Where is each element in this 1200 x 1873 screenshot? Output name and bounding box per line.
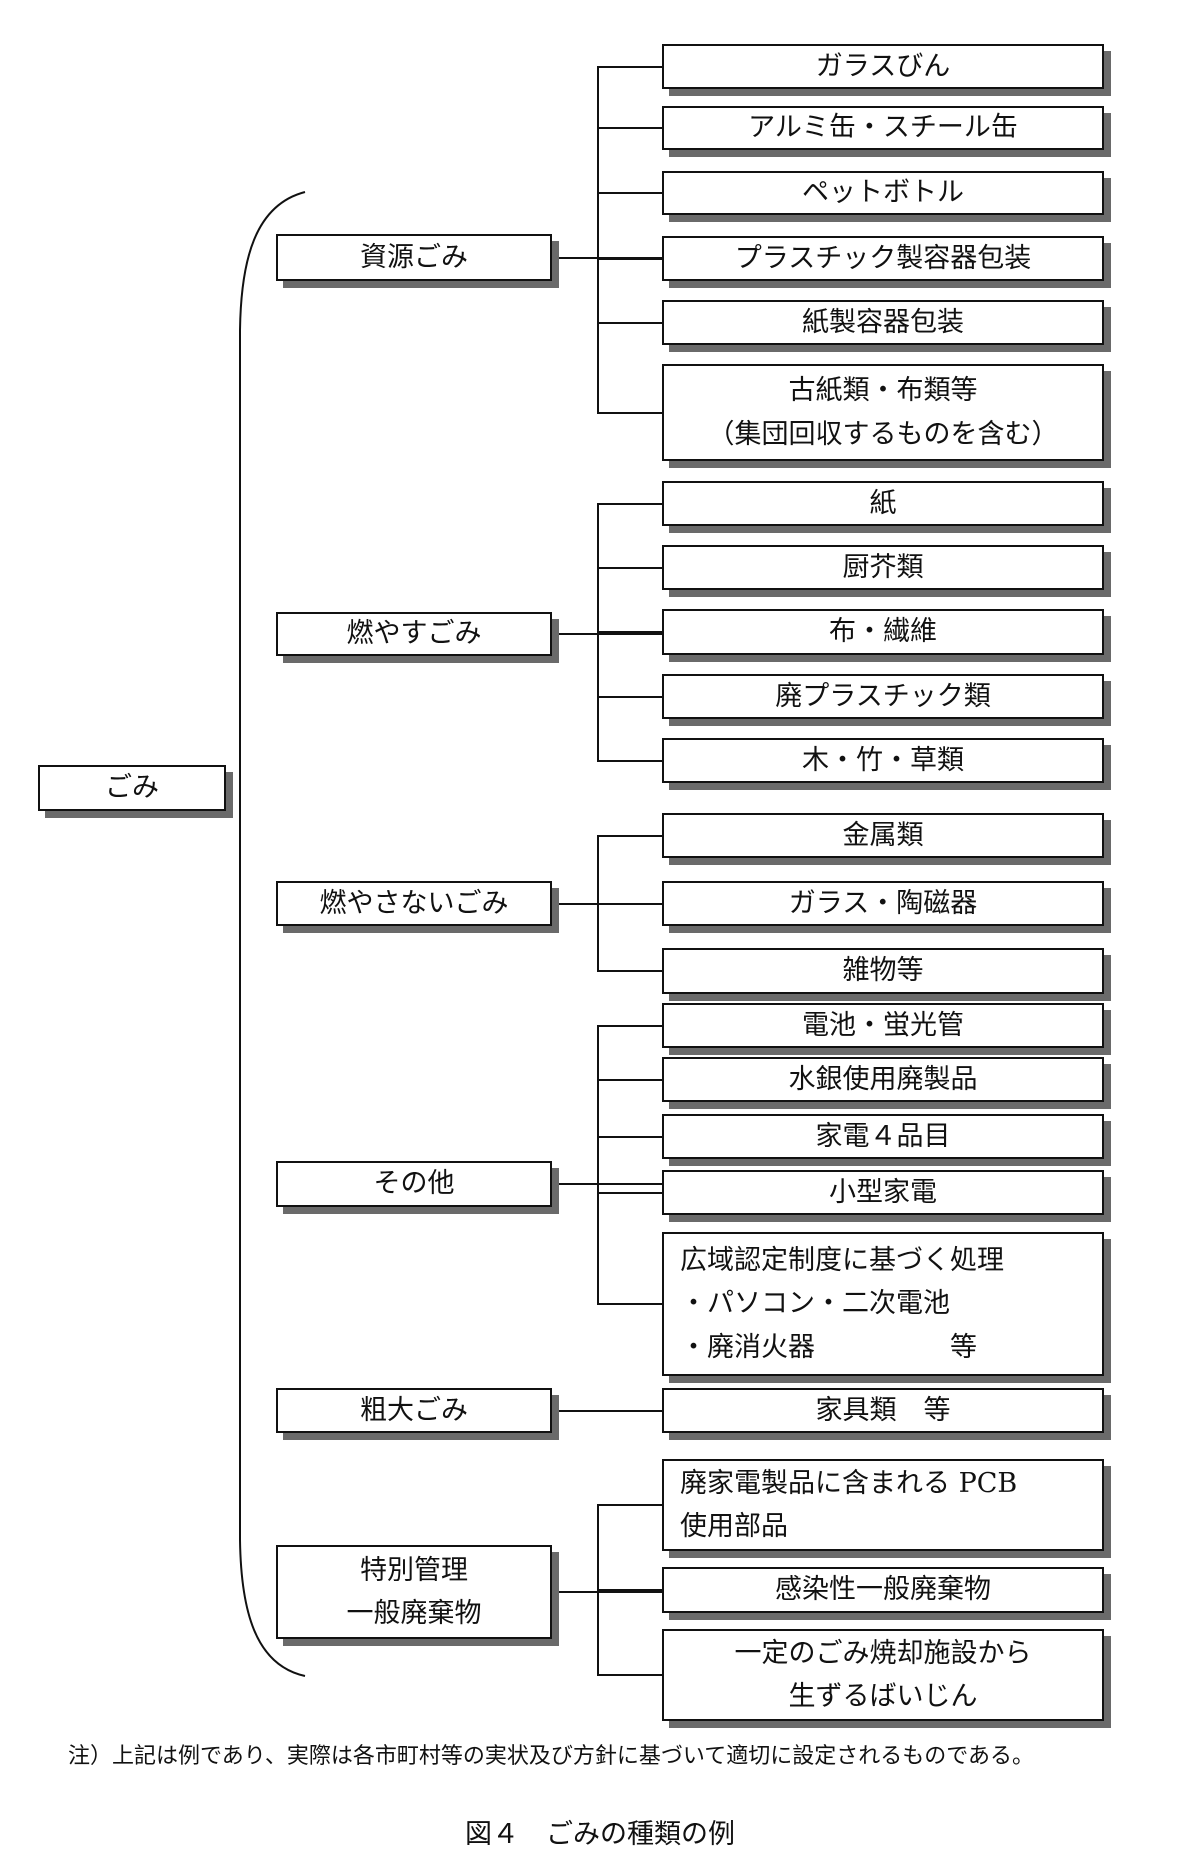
box-text-line: 一般廃棄物 <box>346 1598 482 1629</box>
box-text-line: 紙製容器包装 <box>802 306 964 338</box>
box-text-line: 雑物等 <box>842 955 924 987</box>
connector-branch <box>598 502 662 505</box>
item-box: 古紙類・布類等 （集団回収するものを含む） <box>662 364 1104 461</box>
box-text-line: 特別管理 <box>360 1554 468 1586</box>
connector-branch <box>598 1409 662 1412</box>
connector-branch <box>598 834 662 837</box>
box-text-line: （集団回収するものを含む） <box>707 418 1059 450</box>
box-text-line: 金属類 <box>842 819 924 851</box>
figure-caption: 図４ ごみの種類の例 <box>465 1819 735 1850</box>
item-box: 金属類 <box>662 813 1104 858</box>
connector-branch <box>598 902 662 905</box>
item-box: 感染性一般廃棄物 <box>662 1567 1104 1613</box>
connector-branch <box>598 1589 662 1591</box>
box-text-line: ガラスびん <box>815 50 951 82</box>
connector-branch <box>598 1135 662 1138</box>
connector-branch <box>598 1191 662 1194</box>
box-text-line: プラスチック製容器包装 <box>734 242 1032 274</box>
connector-branch <box>598 566 662 569</box>
box-text-line: 木・竹・草類 <box>802 744 964 776</box>
item-box: ガラス・陶磁器 <box>662 881 1104 926</box>
root-label: ごみ <box>105 772 159 804</box>
item-box: 家具類 等 <box>662 1388 1104 1433</box>
item-box: アルミ缶・スチール缶 <box>662 106 1104 150</box>
box-text-line: 電池・蛍光管 <box>802 1009 964 1041</box>
connector-branch <box>598 631 662 633</box>
box-text-line: 家電４品目 <box>815 1120 951 1152</box>
connector-other <box>552 1183 662 1185</box>
item-box: 水銀使用廃製品 <box>662 1057 1104 1102</box>
item-box: 一定のごみ焼却施設から生ずるばいじん <box>662 1629 1104 1721</box>
box-text-line: 古紙類・布類等 <box>788 375 978 407</box>
item-box: 紙製容器包装 <box>662 300 1104 345</box>
box-text-line: 家具類 等 <box>815 1394 951 1426</box>
connector-branch <box>598 695 662 698</box>
item-box: 電池・蛍光管 <box>662 1003 1104 1048</box>
connector-trunk-resource <box>597 65 599 414</box>
category-special-management: 特別管理一般廃棄物 <box>276 1545 552 1639</box>
item-box: ペットボトル <box>662 171 1104 215</box>
connector-branch <box>598 411 662 414</box>
box-text-line: ・パソコン・二次電池 <box>680 1288 950 1320</box>
item-box: プラスチック製容器包装 <box>662 236 1104 281</box>
connector-trunk-other <box>597 1024 599 1305</box>
box-text-line: 広域認定制度に基づく処理 <box>680 1245 1004 1277</box>
item-box: 小型家電 <box>662 1170 1104 1215</box>
connector-burnable <box>552 633 662 635</box>
connector-special-management <box>552 1591 662 1593</box>
connector-branch <box>598 1078 662 1081</box>
box-text-line: 感染性一般廃棄物 <box>775 1574 991 1606</box>
item-box: 廃家電製品に含まれる PCB 使用部品 <box>662 1459 1104 1551</box>
connector-branch <box>598 127 662 129</box>
box-text-line: 廃家電製品に含まれる PCB <box>680 1467 1018 1499</box>
item-box: ガラスびん <box>662 44 1104 89</box>
connector-branch <box>598 321 662 324</box>
item-box: 広域認定制度に基づく処理・パソコン・二次電池・廃消火器 等 <box>662 1232 1104 1376</box>
item-box: 廃プラスチック類 <box>662 674 1104 719</box>
connector-branch <box>598 1303 662 1305</box>
box-text-line: 使用部品 <box>680 1511 788 1542</box>
category-other: その他 <box>276 1161 552 1207</box>
connector-branch <box>598 970 662 972</box>
root-node-garbage: ごみ <box>38 765 226 811</box>
item-box: 紙 <box>662 481 1104 526</box>
category-non-burnable: 燃やさないごみ <box>276 881 552 926</box>
category-burnable: 燃やすごみ <box>276 612 552 656</box>
connector-branch <box>598 192 662 194</box>
connector-branch <box>598 65 662 68</box>
connector-branch <box>598 257 662 260</box>
connector-branch <box>598 1024 662 1027</box>
box-text-line: 小型家電 <box>829 1176 937 1208</box>
item-box: 雑物等 <box>662 948 1104 994</box>
box-text-line: ガラス・陶磁器 <box>788 887 978 919</box>
box-text-line: 生ずるばいじん <box>788 1681 978 1712</box>
connector-branch <box>598 1504 662 1506</box>
box-text-line: その他 <box>373 1168 455 1200</box>
box-text-line: 資源ごみ <box>360 241 468 273</box>
box-text-line: 燃やすごみ <box>346 618 482 650</box>
box-text-line: 水銀使用廃製品 <box>788 1063 978 1095</box>
item-box: 布・繊維 <box>662 609 1104 655</box>
box-text-line: 布・繊維 <box>829 616 937 648</box>
item-box: 木・竹・草類 <box>662 738 1104 783</box>
category-resource: 資源ごみ <box>276 234 552 281</box>
box-text-line: アルミ缶・スチール缶 <box>748 112 1018 144</box>
box-text-line: 粗大ごみ <box>360 1394 468 1426</box>
box-text-line: 厨芥類 <box>842 551 924 583</box>
box-text-line: ペットボトル <box>802 177 964 209</box>
category-bulky: 粗大ごみ <box>276 1388 552 1433</box>
connector-branch <box>598 759 662 762</box>
box-text-line: 紙 <box>869 487 897 519</box>
box-text-line: ・廃消火器 等 <box>680 1331 977 1363</box>
connector-branch <box>598 1674 662 1676</box>
box-text-line: 燃やさないごみ <box>319 887 509 919</box>
box-text-line: 一定のごみ焼却施設から <box>734 1637 1032 1669</box>
item-box: 厨芥類 <box>662 545 1104 590</box>
footnote: 注）上記は例であり、実際は各市町村等の実状及び方針に基づいて適切に設定されるもの… <box>68 1744 1035 1769</box>
box-text-line: 廃プラスチック類 <box>775 680 991 712</box>
item-box: 家電４品目 <box>662 1114 1104 1159</box>
